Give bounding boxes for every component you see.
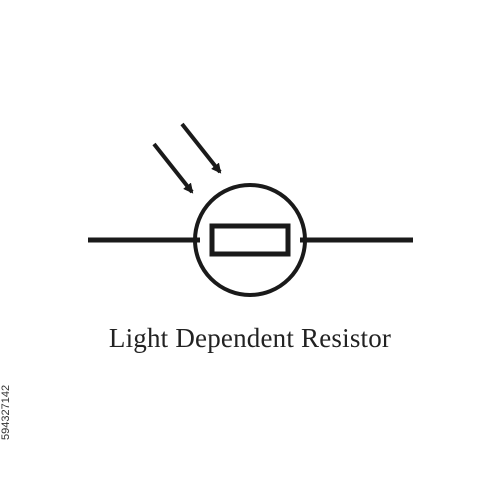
- light-arrow-right: [180, 122, 222, 174]
- resistor-body: [209, 223, 291, 257]
- diagram-caption: Light Dependent Resistor: [108, 323, 392, 353]
- ldr-enclosure-circle: [193, 183, 307, 297]
- light-arrow-left: [152, 142, 194, 194]
